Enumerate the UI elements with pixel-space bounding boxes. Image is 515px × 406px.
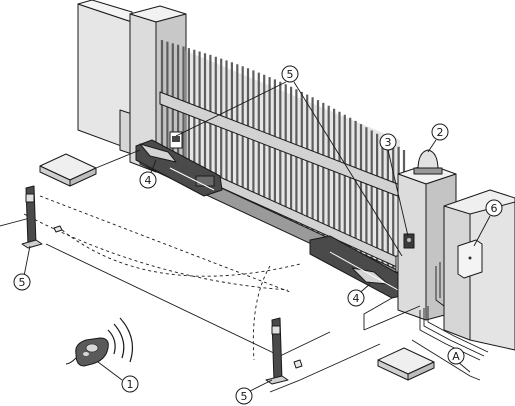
callout-2: 2 <box>431 123 449 141</box>
photocell-left-pillar <box>169 131 183 149</box>
photocell-post-front <box>265 317 289 385</box>
flashing-light-icon <box>413 149 443 175</box>
photocell-beam-paths <box>23 195 301 361</box>
callout-A: A <box>447 347 465 365</box>
cable-conduits <box>411 262 489 381</box>
callout-4-right-label: 4 <box>353 292 360 305</box>
ground-pad-left <box>39 153 97 187</box>
ground-marker-left <box>53 225 63 233</box>
gearmotor-right <box>309 235 411 299</box>
ground-pad-right <box>377 347 435 381</box>
gearmotor-left <box>135 139 223 197</box>
ground-outlines <box>0 149 421 393</box>
photocell-post-left <box>21 185 43 249</box>
callout-2-label: 2 <box>437 126 444 139</box>
callout-1-label: 1 <box>127 378 134 391</box>
callout-5-front-label: 5 <box>241 390 248 403</box>
callout-5-left: 5 <box>13 273 31 291</box>
callout-5-left-label: 5 <box>19 276 26 289</box>
callout-4-left: 4 <box>139 171 157 189</box>
callout-5-top: 5 <box>281 65 299 83</box>
callout-A-label: A <box>452 350 460 363</box>
control-box-icon <box>457 239 483 279</box>
leader-lines <box>23 81 491 393</box>
callout-5-front: 5 <box>235 387 253 405</box>
callout-6: 6 <box>485 199 503 217</box>
callout-3: 3 <box>379 133 397 151</box>
callout-5-top-label: 5 <box>287 68 294 81</box>
callout-4-left-label: 4 <box>145 174 152 187</box>
callout-4-right: 4 <box>347 289 365 307</box>
remote-control-icon <box>65 317 133 367</box>
callout-6-label: 6 <box>491 202 498 215</box>
ground-marker-front <box>293 359 303 369</box>
callout-3-label: 3 <box>385 136 392 149</box>
key-selector-icon <box>403 233 415 249</box>
callout-1: 1 <box>121 375 139 393</box>
